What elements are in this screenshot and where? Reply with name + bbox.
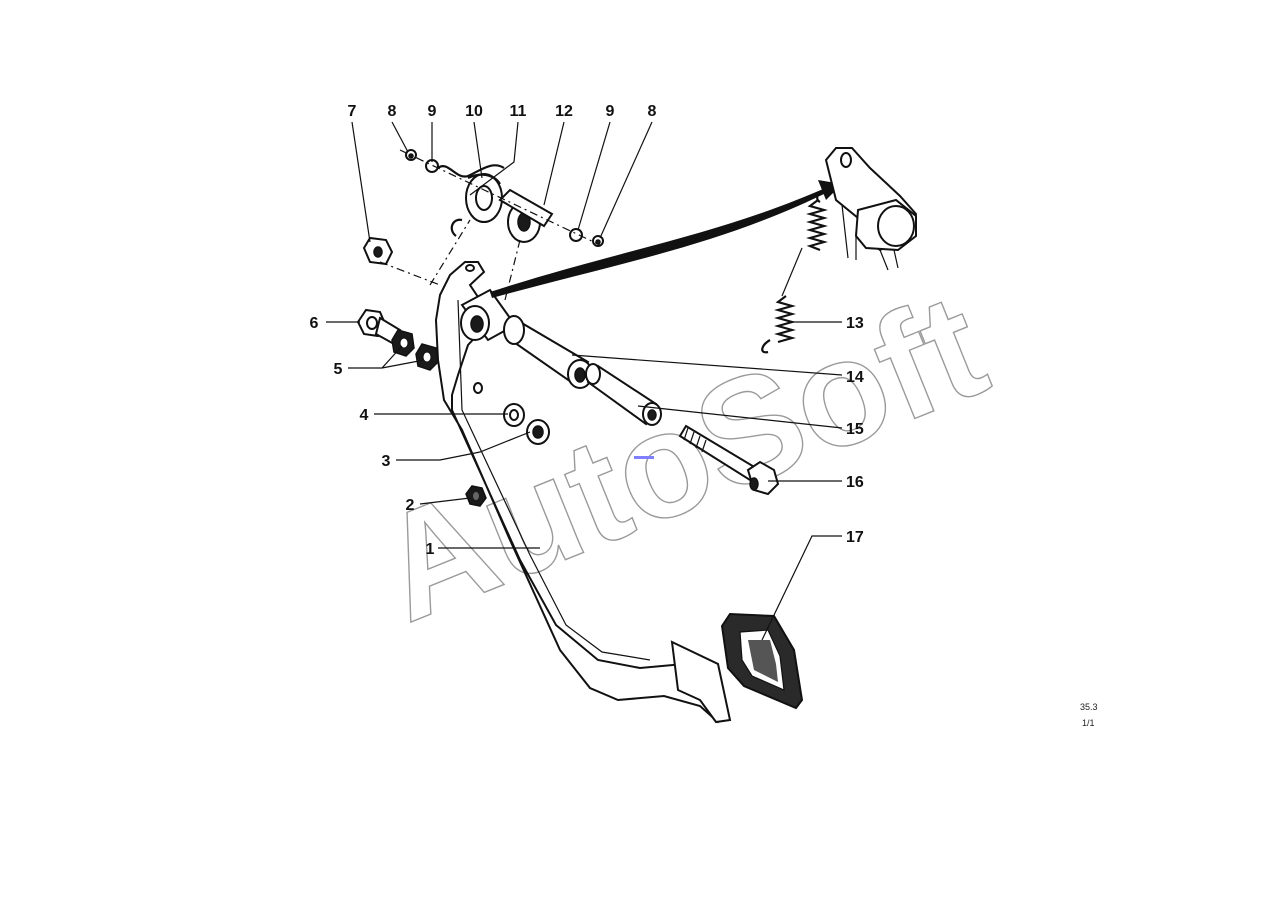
- washer-4: [503, 403, 525, 427]
- clip-assembly: [405, 149, 604, 247]
- callout-9-right: 9: [606, 103, 615, 120]
- callout-9: 9: [428, 103, 437, 120]
- callout-4: 4: [360, 407, 369, 424]
- callout-14: 14: [846, 369, 864, 386]
- detail-view: [761, 147, 918, 354]
- callout-17: 17: [846, 529, 864, 546]
- callout-2: 2: [406, 497, 415, 514]
- page-reference: 35.3 1/1: [1080, 702, 1098, 728]
- callout-16: 16: [846, 474, 864, 491]
- callout-10: 10: [465, 103, 483, 120]
- bushing: [503, 315, 593, 389]
- page-ref-line1: 35.3: [1080, 702, 1098, 712]
- callout-1: 1: [426, 541, 435, 558]
- detail-arrow: [490, 180, 842, 298]
- pivot-sleeve: [460, 288, 517, 342]
- callout-12: 12: [555, 103, 573, 120]
- nut-7: [362, 236, 394, 266]
- pedal-pad: [720, 612, 804, 710]
- pivot-bolt: [678, 424, 780, 496]
- marker: [634, 456, 654, 459]
- callout-8: 8: [388, 103, 397, 120]
- washer-3: [526, 419, 550, 445]
- callouts: 7 8 9 10 11 12 9 8 6 5 4 3 2 1 13 14 15 …: [310, 103, 864, 558]
- leader-lines: [326, 121, 843, 641]
- lock-nut-5a: [391, 329, 415, 357]
- lock-nut-5b: [415, 343, 439, 371]
- callout-11: 11: [510, 103, 527, 120]
- callout-7: 7: [348, 103, 357, 120]
- callout-5: 5: [334, 361, 343, 378]
- callout-8-right: 8: [648, 103, 657, 120]
- callout-13: 13: [846, 315, 864, 332]
- callout-6: 6: [310, 315, 319, 332]
- nut-2: [465, 485, 487, 507]
- assembly-lines: [379, 149, 601, 301]
- callout-15: 15: [846, 421, 864, 438]
- callout-3: 3: [382, 453, 391, 470]
- page-ref-line2: 1/1: [1082, 718, 1095, 728]
